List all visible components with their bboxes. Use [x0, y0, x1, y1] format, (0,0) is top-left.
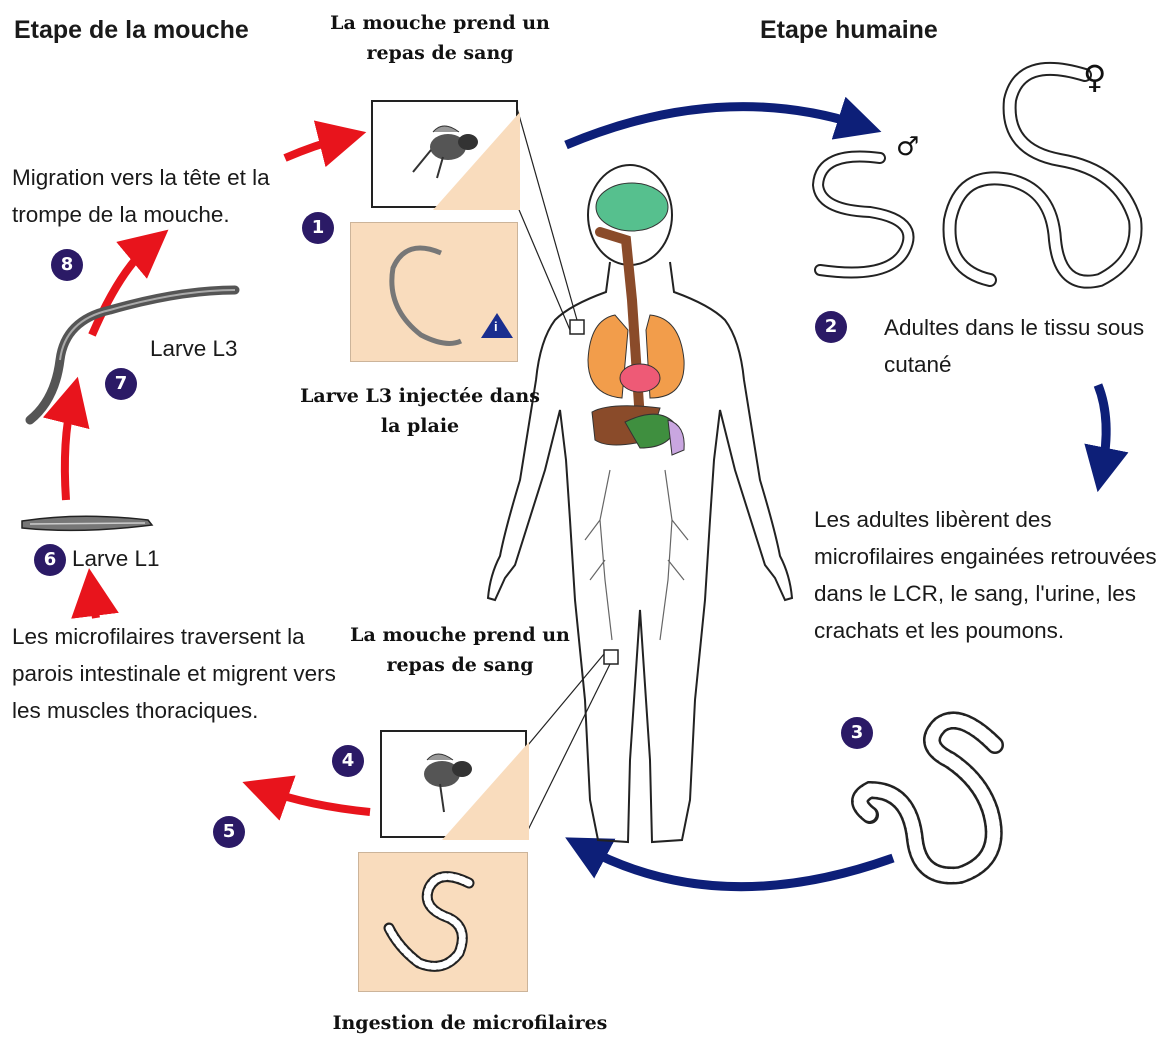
- human-body: [488, 165, 792, 842]
- step-badge-4: 4: [332, 745, 364, 777]
- red-arrow-to-l1: [92, 592, 96, 618]
- fly-panel-bottom: [380, 730, 527, 838]
- red-arrow-from-fly: [265, 790, 370, 812]
- blue-arrow-to-fly: [585, 848, 893, 887]
- adult-worms: [818, 69, 1136, 282]
- blood-meal-bottom-caption: La mouche prend un repas de sang: [345, 620, 575, 680]
- fly-panel-top: [371, 100, 518, 208]
- l3-injection-panel: i: [350, 222, 518, 362]
- ingestion-caption: Ingestion de microfilaires: [320, 1008, 620, 1038]
- info-symbol: i: [494, 319, 498, 334]
- larva-l3-in-wound: [392, 248, 461, 343]
- step-badge-1: 1: [302, 212, 334, 244]
- larva-l1-label: Larve L1: [72, 540, 160, 577]
- red-arrow-l3-to-head: [92, 245, 150, 335]
- step-badge-5: 5: [213, 816, 245, 848]
- connector-lines: [517, 108, 610, 830]
- blue-arrow-down: [1098, 385, 1106, 470]
- step-badge-3: 3: [841, 717, 873, 749]
- male-symbol: ♂: [896, 133, 919, 161]
- skin-marker-top: [570, 320, 584, 334]
- red-arrow-l1-to-l3: [65, 400, 72, 500]
- l3-injected-caption: Larve L3 injectée dans la plaie: [300, 381, 540, 441]
- larva-l1-worm: [22, 516, 152, 530]
- adults-release-text: Les adultes libèrent des microfilaires e…: [814, 501, 1162, 649]
- leg-vessels: [585, 470, 688, 640]
- fly-icon-bottom: [424, 754, 472, 812]
- blue-arrow-to-adults: [566, 107, 860, 145]
- migration-text: Migration vers la tête et la trompe de l…: [12, 159, 332, 233]
- human-stage-heading: Etape humaine: [760, 16, 938, 45]
- step-badge-2: 2: [815, 311, 847, 343]
- heart: [620, 364, 660, 392]
- kidney: [668, 420, 684, 455]
- adults-tissue-text: Adultes dans le tissu sous cutané: [884, 309, 1154, 383]
- step-badge-7: 7: [105, 368, 137, 400]
- blood-meal-top-caption: La mouche prend un repas de sang: [325, 8, 555, 68]
- red-arrow-to-top-panel: [285, 138, 343, 158]
- microfilariae-cross-text: Les microfilaires traversent la parois i…: [12, 618, 347, 729]
- step-badge-6: 6: [34, 544, 66, 576]
- fly-stage-heading: Etape de la mouche: [14, 16, 249, 45]
- female-symbol: ♀: [1083, 60, 1106, 94]
- ingestion-panel: [358, 852, 528, 992]
- brain: [596, 183, 668, 231]
- skin-marker-bottom: [604, 650, 618, 664]
- microfilaria-small: [389, 877, 469, 967]
- left-lung: [588, 315, 628, 398]
- larva-l3-label: Larve L3: [150, 330, 238, 367]
- microfilaria-large: [860, 721, 995, 876]
- step-badge-8: 8: [51, 249, 83, 281]
- fly-icon: [413, 126, 478, 178]
